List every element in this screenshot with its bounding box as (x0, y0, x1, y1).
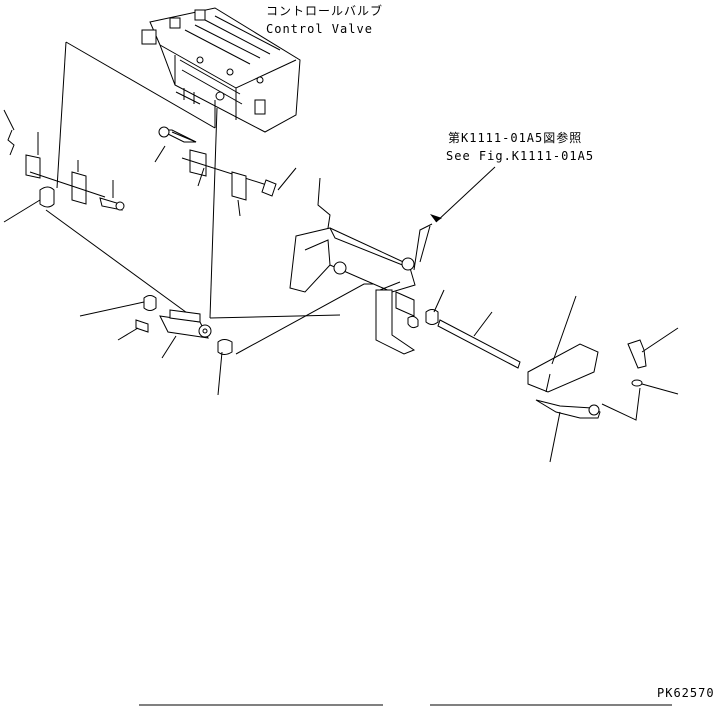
control-valve (141, 7, 301, 133)
reference-label-en: See Fig.K1111-01A5 (446, 149, 595, 163)
reference-label-jp: 第K1111-01A5図参照 (448, 131, 583, 145)
reference-leader (435, 166, 496, 223)
leader-line (45, 209, 195, 319)
left-clamp-group (3, 109, 125, 223)
reference-arrowhead (430, 214, 442, 222)
pivot-block (79, 283, 400, 396)
pedal-bracket (289, 177, 433, 355)
pedal-shaft-group (425, 289, 679, 463)
control-valve-label-en: Control Valve (266, 22, 373, 36)
drawing-code: PK62570 (657, 686, 715, 700)
leader-line (56, 41, 67, 189)
center-clamp-group (154, 126, 297, 217)
leader-line (209, 107, 218, 319)
leader-line (65, 41, 216, 129)
control-valve-label-jp: コントロールバルブ (266, 4, 384, 18)
